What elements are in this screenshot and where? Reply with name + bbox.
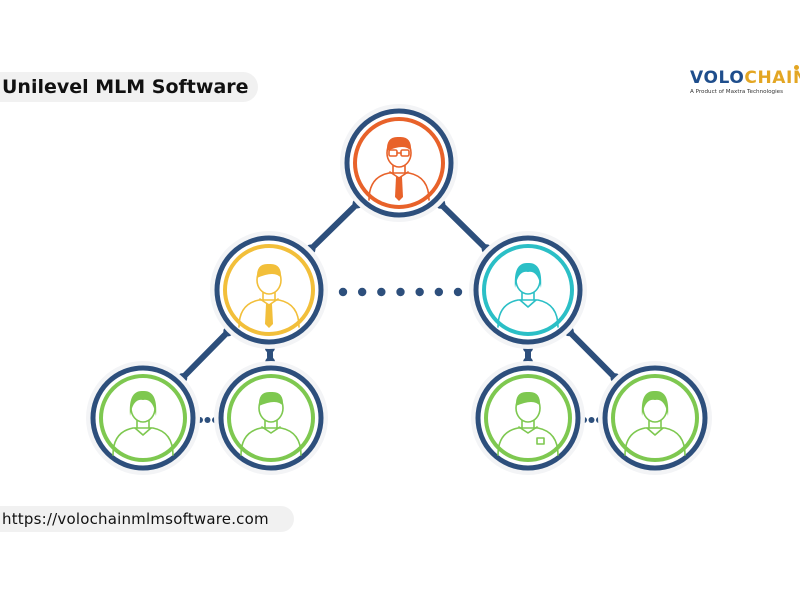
tree-node-level1-right: [469, 231, 587, 349]
ellipsis-dot: [453, 287, 463, 297]
ellipsis-dot: [377, 287, 386, 297]
node-color-ring: [227, 374, 315, 462]
ellipsis-dot: [204, 417, 211, 423]
tree-node-level2-right-b: [598, 361, 712, 475]
logo-wordmark: VOLOCHAIN: [690, 65, 800, 88]
node-color-ring: [482, 244, 574, 336]
tree-node-root: [340, 104, 458, 222]
tree-node-level1-left: [210, 231, 328, 349]
female-icon: [497, 262, 559, 328]
logo-dot-icon: [794, 65, 799, 70]
logo-word-part2: CHAIN: [744, 68, 800, 88]
website-url: https://volochainmlmsoftware.com: [2, 510, 269, 528]
logo-tagline: A Product of Maxtra Technologies: [690, 89, 783, 95]
node-color-ring: [223, 244, 315, 336]
ellipsis-dot: [434, 287, 444, 297]
page-title: Unilevel MLM Software: [2, 76, 249, 98]
node-color-ring: [611, 374, 699, 462]
tree-nodes: [86, 104, 712, 475]
male-with-glasses-and-tie-icon: [368, 136, 430, 201]
female-icon: [624, 390, 686, 456]
tree-node-level2-left-b: [214, 361, 328, 475]
male-icon: [240, 391, 302, 456]
tree-node-level2-right-a: [471, 361, 585, 475]
volochain-logo: VOLOCHAIN A Product of Maxtra Technologi…: [690, 65, 800, 102]
male-with-tie-icon: [238, 263, 300, 328]
female-icon: [112, 390, 174, 456]
ellipsis-dot: [338, 287, 348, 297]
male-with-pocket-shirt-icon: [497, 391, 559, 456]
ellipsis-dot: [415, 287, 424, 297]
page-title-banner: Unilevel MLM Software: [0, 72, 258, 102]
ellipsis-dot: [357, 287, 367, 297]
node-color-ring: [99, 374, 187, 462]
tree-node-level2-left-a: [86, 361, 200, 475]
ellipsis-dot: [588, 417, 595, 423]
website-url-banner: https://volochainmlmsoftware.com: [0, 506, 294, 532]
ellipsis-dot: [396, 287, 405, 297]
node-color-ring: [353, 117, 445, 209]
logo-word-part1: VOLO: [690, 68, 745, 88]
node-color-ring: [484, 374, 572, 462]
